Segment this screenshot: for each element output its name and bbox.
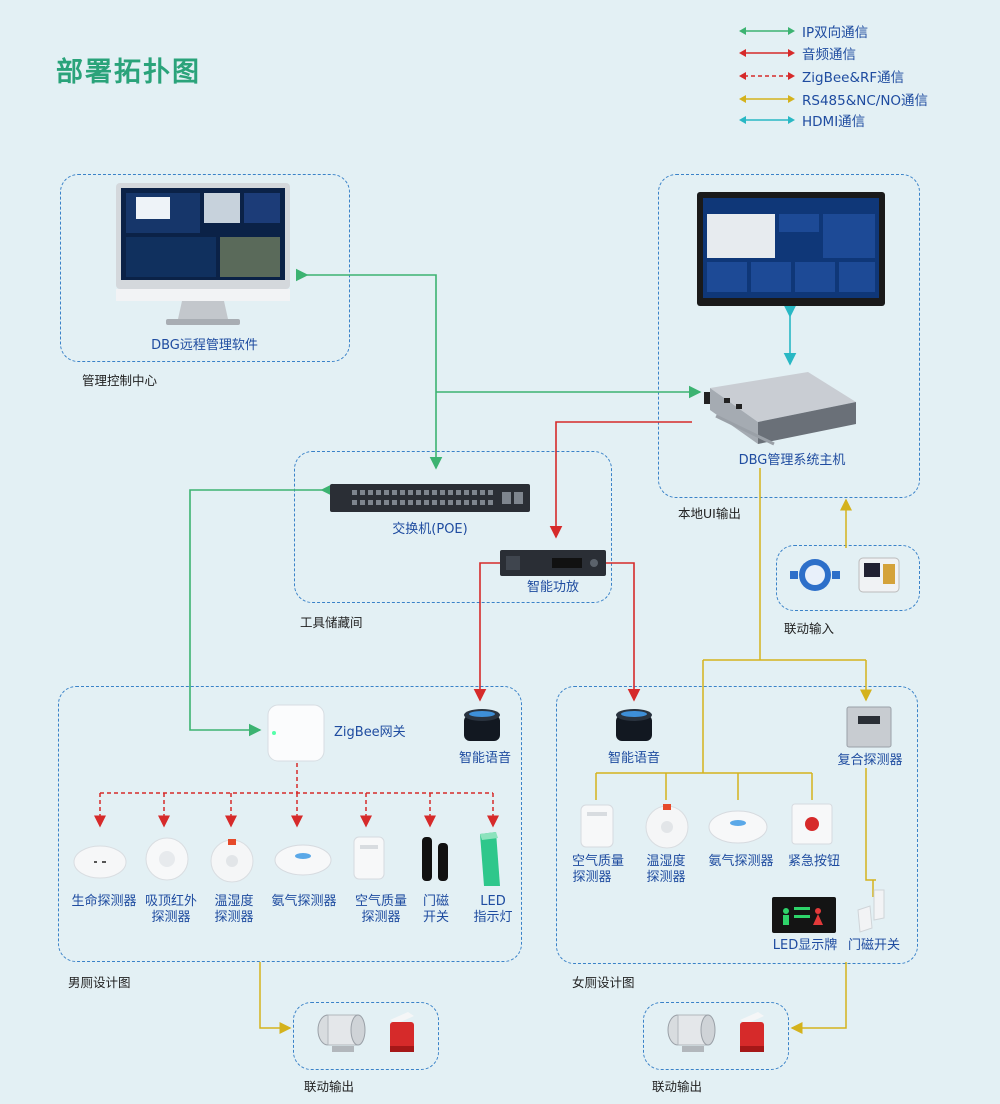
- page-title: 部署拓扑图: [56, 57, 201, 88]
- mens-speaker-label: 智能语音: [458, 751, 511, 766]
- legend-label: IP双向通信: [802, 25, 869, 41]
- womens-box: [556, 686, 918, 964]
- womens-device-label: 温湿度: [646, 854, 686, 869]
- exhaust-fan-icon: [667, 1014, 716, 1052]
- mens-device-label: 生命探测器: [71, 894, 137, 909]
- door-contact-icon: [422, 837, 448, 881]
- door-contact-icon: [857, 889, 885, 933]
- temp-humidity-icon: [645, 804, 689, 849]
- legend-label: 音频通信: [802, 47, 856, 63]
- mens-device-label: 探测器: [361, 910, 401, 925]
- linked-input-box: [776, 545, 920, 611]
- mens-device-label: 门磁: [422, 894, 449, 909]
- zigbee-gateway-icon: [267, 704, 325, 762]
- alarm-light-icon: [390, 1012, 414, 1052]
- dashed-arrow-red-icon: [739, 72, 795, 80]
- ceiling-infrared-icon: [145, 837, 189, 881]
- mens-device-label: 吸顶红外: [144, 894, 197, 909]
- legend-ip: IP双向通信: [738, 21, 868, 41]
- life-detector-icon: [73, 845, 127, 879]
- air-quality-icon: [353, 836, 385, 880]
- womens-device-label: 氨气探测器: [708, 854, 774, 869]
- host-device-icon: [704, 372, 856, 446]
- legend-label: HDMI通信: [802, 114, 866, 130]
- womens-device-label: 空气质量: [571, 854, 624, 869]
- led-indicator-icon: [480, 832, 500, 886]
- mens-device-label: 氨气探测器: [271, 894, 337, 909]
- local-display-icon: [697, 192, 885, 306]
- legend-rs485: RS485&NC/NO通信: [738, 89, 928, 109]
- mens-device-label: 开关: [422, 910, 449, 925]
- ammonia-detector-icon: [274, 844, 332, 876]
- legend-label: RS485&NC/NO通信: [802, 93, 929, 109]
- mens-device-label: 指示灯: [473, 910, 513, 925]
- ammonia-detector-icon: [708, 810, 768, 844]
- remote-monitor-icon: [116, 183, 290, 325]
- amplifier-label: 智能功放: [526, 580, 579, 595]
- emergency-button-icon: [791, 803, 833, 845]
- linked-input-caption: 联动输入: [784, 621, 835, 636]
- womens-device-label: 探测器: [646, 870, 686, 885]
- womens-design-caption: 女厕设计图: [572, 975, 635, 990]
- local-ui-box: [658, 174, 920, 498]
- mens-device-label: 探测器: [151, 910, 191, 925]
- amplifier-icon: [500, 550, 606, 576]
- host-label: DBG管理系统主机: [738, 453, 846, 468]
- mgmt-center-box: [60, 174, 350, 362]
- smart-speaker-icon: [464, 709, 500, 741]
- mens-design-caption: 男厕设计图: [68, 975, 131, 990]
- mens-output-box: [293, 1002, 439, 1070]
- mens-device-label: 温湿度: [214, 894, 254, 909]
- double-arrow-cyan-icon: [739, 116, 795, 124]
- led-sign-label: LED显示牌: [772, 938, 838, 953]
- led-sign-icon: [772, 897, 836, 933]
- switch-label: 交换机(POE): [392, 522, 468, 537]
- double-arrow-red-icon: [739, 49, 795, 57]
- double-arrow-green-icon: [739, 27, 795, 35]
- tool-room-caption: 工具储藏间: [300, 615, 363, 630]
- water-meter-icon: [790, 559, 840, 591]
- zigbee-gateway-label: ZigBee网关: [334, 725, 406, 740]
- legend-hdmi: HDMI通信: [738, 110, 865, 130]
- womens-device-label: 紧急按钮: [787, 854, 840, 869]
- mgmt-center-caption: 管理控制中心: [82, 373, 158, 388]
- womens-output-caption: 联动输出: [652, 1079, 703, 1094]
- poe-switch-icon: [330, 484, 530, 512]
- double-arrow-yellow-icon: [739, 95, 795, 103]
- mens-output-caption: 联动输出: [304, 1079, 355, 1094]
- composite-detector-label: 复合探测器: [837, 753, 903, 768]
- temp-humidity-icon: [210, 839, 254, 883]
- access-terminal-icon: [858, 557, 900, 593]
- mens-device-label: 探测器: [214, 910, 254, 925]
- air-quality-icon: [580, 804, 614, 848]
- remote-software-label: DBG远程管理软件: [151, 338, 258, 353]
- mens-device-label: 空气质量: [354, 894, 407, 909]
- exhaust-fan-icon: [317, 1014, 366, 1052]
- legend-zigbee: ZigBee&RF通信: [738, 66, 904, 86]
- womens-device-label: 探测器: [572, 870, 612, 885]
- local-ui-caption: 本地UI输出: [678, 506, 741, 521]
- alarm-light-icon: [740, 1012, 764, 1052]
- mens-device-label: LED: [480, 894, 506, 909]
- legend-label: ZigBee&RF通信: [802, 70, 905, 86]
- legend-audio: 音频通信: [738, 43, 856, 63]
- womens-output-box: [643, 1002, 789, 1070]
- womens-door-contact-label: 门磁开关: [847, 938, 900, 953]
- composite-detector-icon: [846, 706, 892, 748]
- womens-speaker-label: 智能语音: [607, 751, 660, 766]
- smart-speaker-icon: [616, 709, 652, 741]
